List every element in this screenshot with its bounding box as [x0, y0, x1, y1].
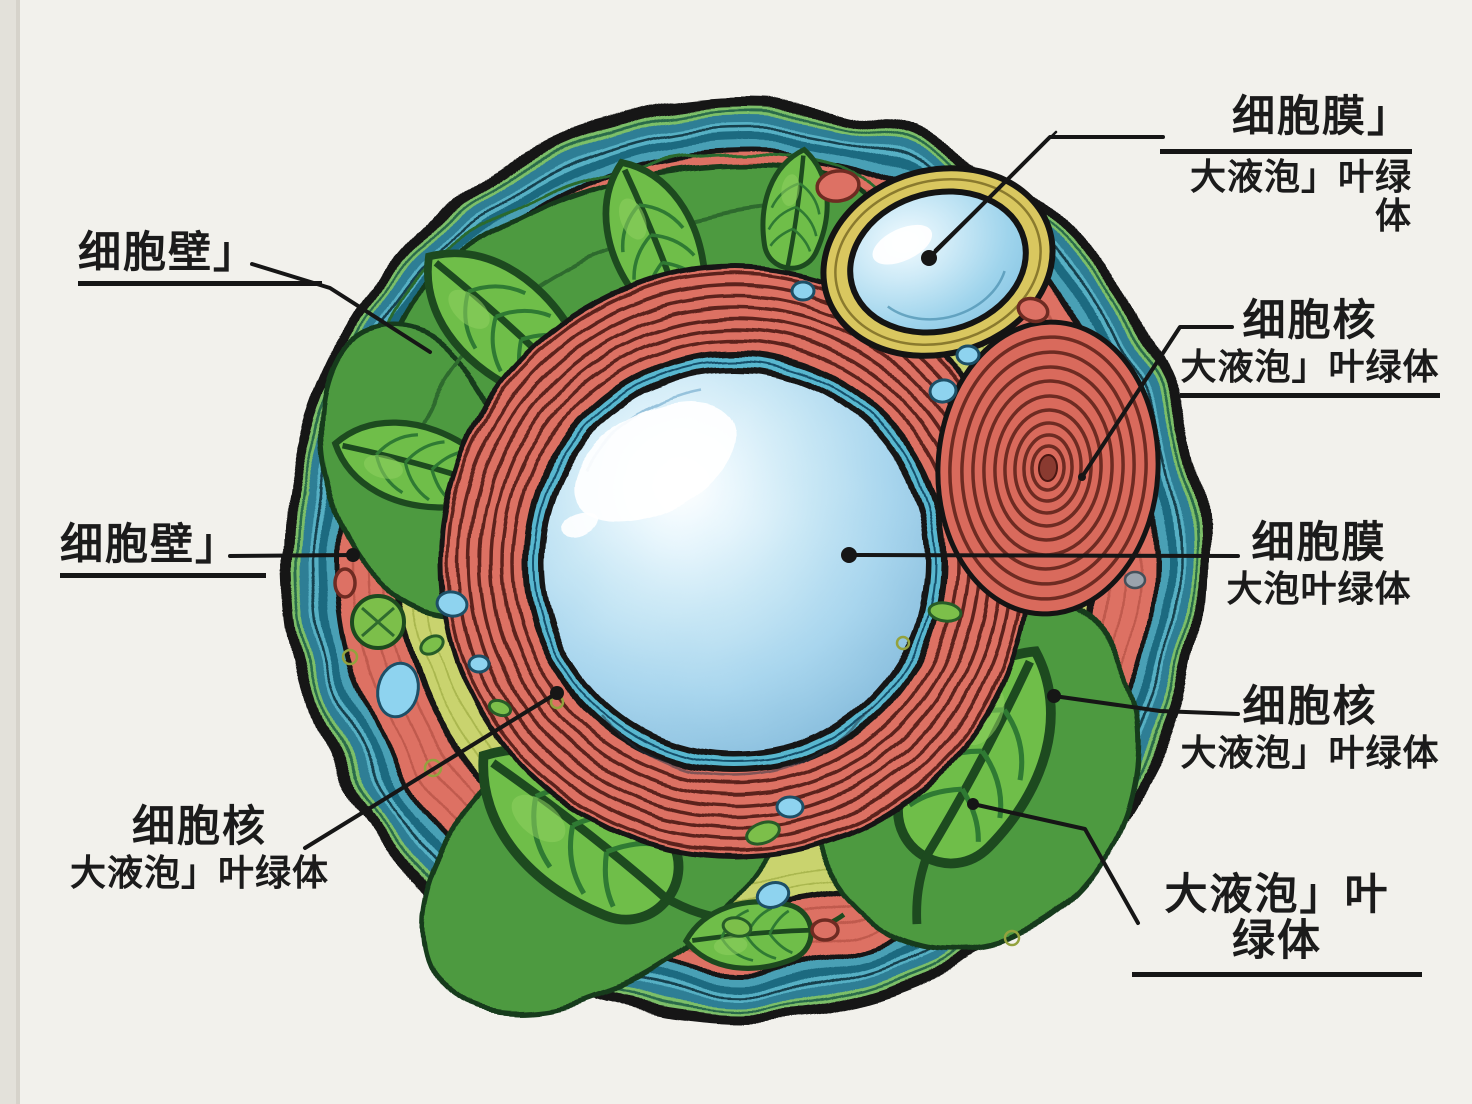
leader-nucleus-bottom-left: [303, 691, 559, 850]
small-vacuole-top-right: [820, 165, 1056, 359]
label-line2: 大液泡」叶绿体: [1180, 733, 1440, 775]
label-line1: 细胞膜: [1251, 518, 1387, 568]
label-membrane-right: 细胞膜 大泡叶绿体: [1205, 520, 1433, 610]
label-cell-wall-top-left: 细胞壁」: [78, 230, 322, 287]
nucleus-spiral: [935, 319, 1161, 617]
label-line2: 大泡叶绿体: [1226, 569, 1412, 611]
label-line1: 细胞核: [1242, 682, 1378, 732]
label-line2: 大液泡」叶绿体: [1189, 157, 1412, 238]
label-cell-wall-mid-left: 细胞壁」: [60, 522, 266, 579]
leader-nucleus-lower-right: [1052, 694, 1240, 716]
leader-dots: [346, 250, 1086, 810]
organelles: [333, 169, 1147, 947]
leader-wall-top-left: [250, 262, 432, 354]
label-line2: 大液泡」叶绿体: [1180, 349, 1440, 399]
leader-nucleus-right: [1080, 325, 1234, 479]
label-nucleus-lower-right: 细胞核 大液泡」叶绿体: [1180, 684, 1440, 774]
page-edge-line: [16, 0, 20, 1104]
leader-vacuole-bottom-right: [971, 802, 1140, 925]
leader-membrane-right: [847, 553, 1240, 558]
label-line1: 细胞核: [132, 802, 267, 852]
leader-lines: [228, 130, 1240, 925]
leader-membrane-top-right-2: [933, 130, 1058, 252]
label-vacuole-bottom-right: 大液泡」叶绿体: [1132, 872, 1422, 977]
leader-wall-mid-left: [228, 553, 355, 558]
label-nucleus-bottom-left: 细胞核 大液泡」叶绿体: [52, 804, 347, 894]
label-text: 大液泡」叶绿体: [1132, 872, 1422, 977]
label-membrane-top-right: 细胞膜」 大液泡」叶绿体: [1160, 94, 1412, 237]
label-text: 细胞壁」: [60, 522, 266, 579]
label-text: 细胞壁」: [78, 230, 322, 287]
central-vacuole-rings: [438, 265, 1032, 859]
page-edge: [0, 0, 16, 1104]
label-line1: 细胞膜」: [1160, 94, 1412, 155]
label-nucleus-right: 细胞核 大液泡」叶绿体: [1180, 296, 1440, 399]
label-line2: 大液泡」叶绿体: [69, 853, 329, 895]
label-line1: 细胞核: [1242, 296, 1378, 346]
